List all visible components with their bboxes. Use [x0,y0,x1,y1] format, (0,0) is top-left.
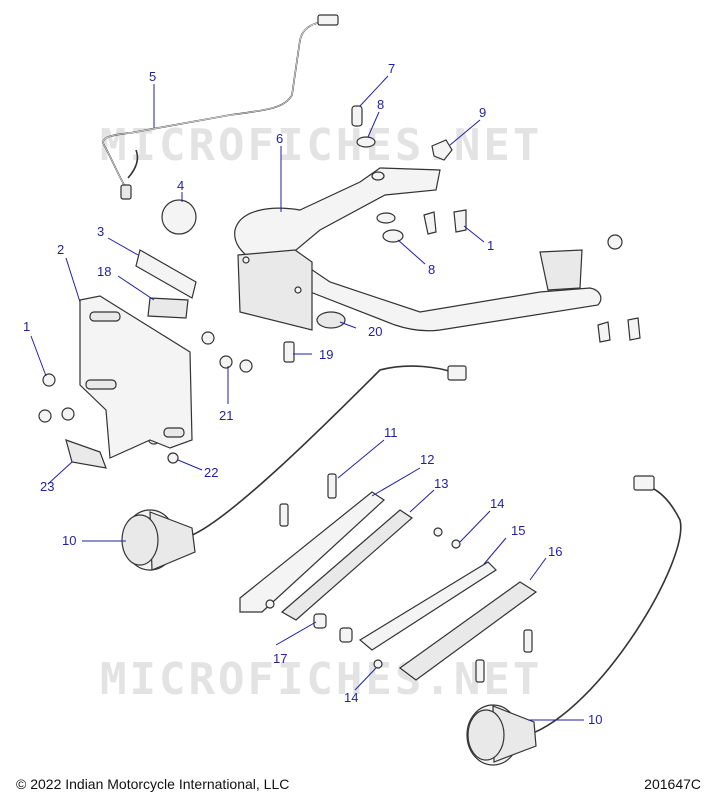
callout-8-top: 8 [377,97,384,112]
callout-4: 4 [177,178,184,193]
watermark-top: MICROFICHES.NET [100,120,542,171]
callout-1-left: 1 [23,319,30,334]
callout-2: 2 [57,242,64,257]
callout-11: 11 [384,425,398,440]
callout-9: 9 [479,105,486,120]
callout-5: 5 [149,69,156,84]
callout-23: 23 [40,479,54,494]
watermark-bottom: MICROFICHES.NET [100,654,542,705]
turn-signal-right [466,475,682,766]
hardware-parts [38,105,641,464]
callout-7: 7 [388,61,395,76]
callout-18: 18 [97,264,111,279]
reflector-parts [135,199,197,319]
rear-reflector-part [65,439,107,469]
callout-13: 13 [434,476,448,491]
callout-numbers: 1 1 2 3 4 5 6 7 8 8 9 10 10 11 12 13 14 … [23,61,602,727]
mounting-bracket-part [234,167,602,332]
callout-leaders [30,75,584,721]
callout-20: 20 [368,324,382,339]
callout-21: 21 [219,408,233,423]
callout-15: 15 [511,523,525,538]
turn-signal-left [121,365,467,571]
callout-3: 3 [97,224,104,239]
callout-14-top: 14 [490,496,504,511]
callout-14-bottom: 14 [344,690,358,705]
license-plate-bracket-part [79,295,193,459]
callout-19: 19 [319,347,333,362]
callout-17: 17 [273,651,287,666]
figure-id: 201647C [644,776,701,792]
rail-brackets [239,473,538,683]
callout-10-left: 10 [62,533,76,548]
callout-12: 12 [420,452,434,467]
callout-1-right: 1 [487,238,494,253]
copyright-notice: © 2022 Indian Motorcycle International, … [16,776,290,792]
callout-16: 16 [548,544,562,559]
callout-6: 6 [276,131,283,146]
callout-8-bottom: 8 [428,262,435,277]
callout-10-right: 10 [588,712,602,727]
wiring-harness-part [102,14,339,200]
callout-22: 22 [204,465,218,480]
